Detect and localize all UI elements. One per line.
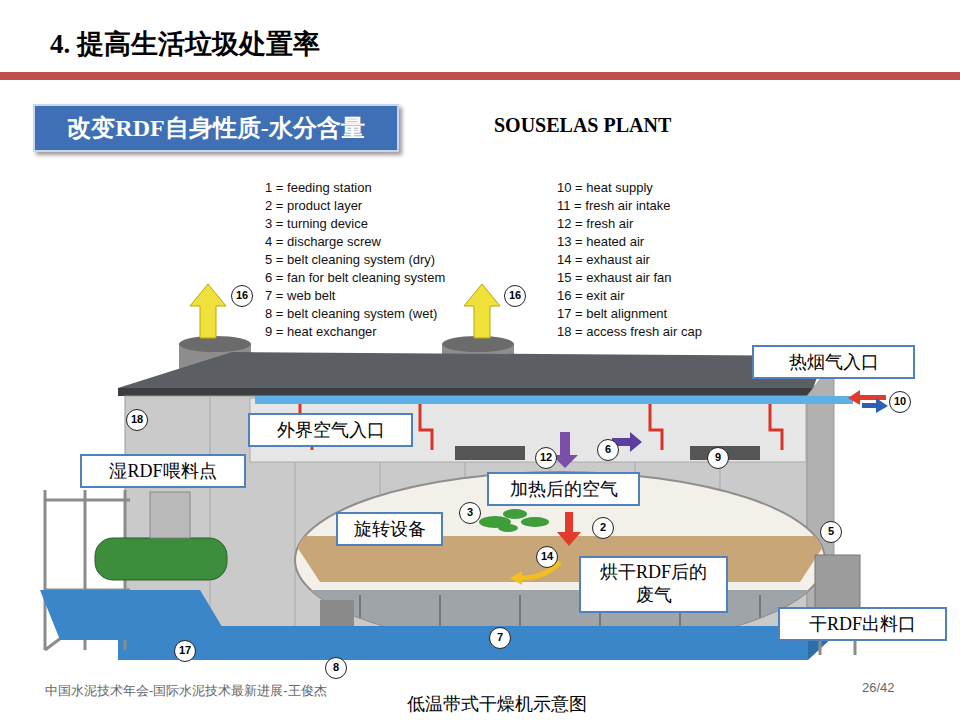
key-entry: 6 = fan for belt cleaning system: [265, 270, 445, 285]
callout-number-holder: 10: [889, 391, 911, 413]
callout-box: 加热后的空气: [487, 472, 640, 506]
key-entry: 16 = exit air: [557, 288, 625, 303]
caption-holder: 低温带式干燥机示意图: [407, 692, 587, 716]
plant-name-holder: SOUSELAS PLANT: [494, 114, 671, 137]
key-entry-holder: 11 = fresh air intake: [557, 198, 671, 214]
exit-arrow: [190, 284, 226, 338]
callout-number: 2: [600, 521, 606, 533]
callout-box: 烘干RDF后的 废气: [579, 556, 728, 613]
key-entry-holder: 7 = web belt: [265, 288, 335, 304]
callout-number: 18: [131, 413, 143, 425]
footer-text: 中国水泥技术年会-国际水泥技术最新进展-王俊杰: [45, 683, 327, 698]
key-entry: 1 = feeding station: [265, 180, 372, 195]
key-entry: 11 = fresh air intake: [557, 198, 671, 213]
key-entry: 15 = exhaust air fan: [557, 270, 672, 285]
node-text: 改变RDF自身性质-水分含量: [67, 115, 364, 141]
callout-number: 16: [236, 289, 248, 301]
node-text: 旋转设备: [354, 519, 426, 539]
key-entry-holder: 18 = access fresh air cap: [557, 324, 702, 340]
footer-text: 26/42: [862, 680, 895, 695]
callout-number-holder: 18: [126, 409, 148, 431]
key-entry: 8 = belt cleaning system (wet): [265, 306, 437, 321]
key-entry: 17 = belt alignment: [557, 306, 667, 321]
key-entry: 10 = heat supply: [557, 180, 653, 195]
footer-text-holder: 中国水泥技术年会-国际水泥技术最新进展-王俊杰: [45, 682, 327, 700]
callout-number-holder: 16: [231, 285, 253, 307]
callout-number-holder: 8: [325, 657, 347, 679]
callout-box: 干RDF出料口: [778, 607, 947, 641]
heat-pipe: [255, 396, 835, 404]
key-entry-holder: 4 = discharge screw: [265, 234, 381, 250]
callout-number: 10: [894, 395, 906, 407]
key-entry: 13 = heated air: [557, 234, 644, 249]
heading-box: 改变RDF自身性质-水分含量: [33, 104, 399, 152]
node-text: 干RDF出料口: [809, 614, 916, 634]
key-entry-holder: 3 = turning device: [265, 216, 368, 232]
caption-text: 低温带式干燥机示意图: [407, 694, 587, 714]
exit-arrow: [464, 284, 500, 338]
callout-number: 6: [605, 443, 611, 455]
callout-number-holder: 9: [707, 447, 729, 469]
key-entry: 9 = heat exchanger: [265, 324, 377, 339]
callout-number: 5: [828, 525, 834, 537]
callout-number: 8: [333, 661, 339, 673]
key-entry-holder: 16 = exit air: [557, 288, 625, 304]
key-entry-holder: 5 = belt cleaning system (dry): [265, 252, 435, 268]
node-text: 烘干RDF后的 废气: [595, 561, 713, 608]
callout-number: 16: [509, 289, 521, 301]
key-entry: 2 = product layer: [265, 198, 362, 213]
footer-text-holder: 26/42: [862, 680, 895, 695]
callout-number: 3: [467, 506, 473, 518]
callout-number-holder: 3: [459, 502, 481, 524]
key-entry-holder: 2 = product layer: [265, 198, 362, 214]
callout-box: 湿RDF喂料点: [80, 454, 246, 488]
title-bar: [0, 72, 960, 80]
title-text: 4. 提高生活垃圾处置率: [50, 29, 320, 59]
node-text: 加热后的空气: [510, 479, 618, 499]
key-entry-holder: 6 = fan for belt cleaning system: [265, 270, 445, 286]
key-entry-holder: 15 = exhaust air fan: [557, 270, 672, 286]
callout-box: 外界空气入口: [248, 413, 413, 447]
key-entry: 7 = web belt: [265, 288, 335, 303]
callout-number-holder: 16: [504, 285, 526, 307]
slide-title: 4. 提高生活垃圾处置率: [50, 26, 320, 62]
key-entry: 14 = exhaust air: [557, 252, 650, 267]
callout-box: 热烟气入口: [752, 345, 915, 379]
callout-number-holder: 6: [597, 439, 619, 461]
callout-number: 17: [179, 644, 191, 656]
callout-number-holder: 14: [536, 546, 558, 568]
key-entry-holder: 9 = heat exchanger: [265, 324, 377, 340]
callout-number-holder: 2: [592, 517, 614, 539]
key-entry: 18 = access fresh air cap: [557, 324, 702, 339]
key-entry: 12 = fresh air: [557, 216, 633, 231]
feed-roller: [95, 538, 227, 580]
roof: [118, 352, 824, 392]
key-entry-holder: 12 = fresh air: [557, 216, 633, 232]
callout-number-holder: 17: [174, 640, 196, 662]
callout-number: 7: [497, 631, 503, 643]
callout-number: 9: [715, 451, 721, 463]
key-entry-holder: 10 = heat supply: [557, 180, 653, 196]
key-entry: 3 = turning device: [265, 216, 368, 231]
callout-number-holder: 7: [489, 627, 511, 649]
node-text: 热烟气入口: [789, 352, 879, 372]
callout-number-holder: 12: [535, 447, 557, 469]
key-entry-holder: 14 = exhaust air: [557, 252, 650, 268]
key-entry-holder: 13 = heated air: [557, 234, 644, 250]
callout-box: 旋转设备: [336, 512, 443, 546]
callout-number-holder: 5: [820, 521, 842, 543]
key-entry-holder: 8 = belt cleaning system (wet): [265, 306, 437, 322]
callout-number: 12: [540, 451, 552, 463]
callout-number: 14: [541, 550, 553, 562]
rdf-material: [479, 509, 549, 532]
plant-name: SOUSELAS PLANT: [494, 114, 671, 136]
node-text: 外界空气入口: [277, 420, 385, 440]
key-entry: 5 = belt cleaning system (dry): [265, 252, 435, 267]
key-entry: 4 = discharge screw: [265, 234, 381, 249]
key-entry-holder: 1 = feeding station: [265, 180, 372, 196]
discharge: [815, 555, 860, 610]
node-text: 湿RDF喂料点: [109, 461, 216, 481]
key-entry-holder: 17 = belt alignment: [557, 306, 667, 322]
